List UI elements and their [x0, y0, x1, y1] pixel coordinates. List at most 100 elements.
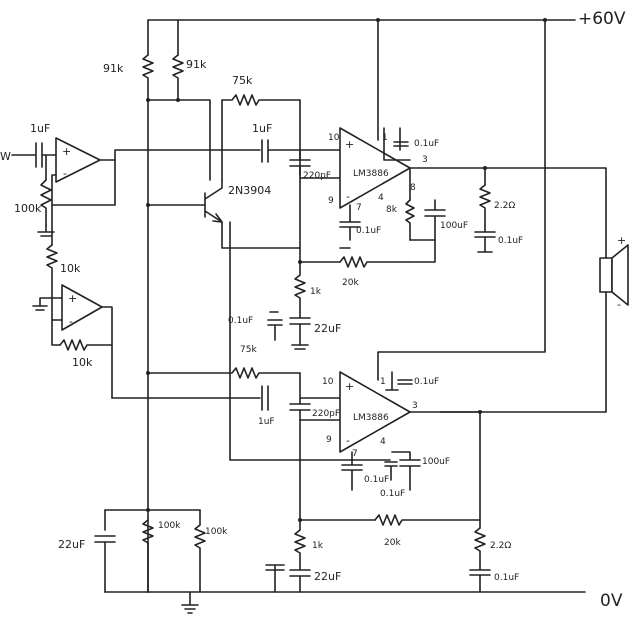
- opamp-input-buffer: + -: [55, 137, 101, 183]
- capacitor-1uf-top-label: 1uF: [252, 122, 272, 135]
- amp-bot-pin9: 9: [326, 435, 332, 445]
- capacitor-0u1-top-a: 0.1uF: [393, 139, 439, 149]
- capacitor-0u1-low: 0.1uF: [380, 461, 405, 499]
- amp-top-pin4: 4: [378, 193, 384, 203]
- resistor-91k-b-label: 91k: [186, 58, 207, 71]
- opamp-inverting-minus: -: [69, 315, 73, 328]
- capacitor-22uf-bot-label: 22uF: [314, 570, 341, 583]
- amp-bot-name: LM3886: [353, 413, 389, 423]
- resistor-8k: 8k: [386, 199, 415, 241]
- capacitor-0u1-bot-a-label: 0.1uF: [414, 377, 439, 387]
- amp-bot-minus: -: [346, 434, 350, 447]
- resistor-91k-a: 91k: [103, 54, 154, 101]
- resistor-100k-right: 100k: [194, 509, 228, 593]
- capacitor-22uf-left-label: 22uF: [58, 538, 85, 551]
- capacitor-0u1-top-a-label: 0.1uF: [414, 139, 439, 149]
- capacitor-0u1-top-b: 0.1uF: [339, 204, 381, 241]
- resistor-2r2-bot: 2.2Ω: [474, 527, 511, 566]
- capacitor-100uf-top: 100uF: [424, 199, 468, 241]
- resistor-20k-top: 20k: [339, 256, 411, 288]
- amp-top-pin8: 8: [410, 183, 416, 193]
- capacitor-0u1-zobel-top-label: 0.1uF: [498, 236, 523, 246]
- resistor-1k-top: 1k: [294, 261, 322, 313]
- capacitor-100uf-bot: 100uF: [391, 451, 450, 491]
- amp-top-minus: -: [346, 190, 350, 203]
- amp-top-pin7: 7: [356, 203, 362, 213]
- amp-bot-pin1: 1: [380, 377, 386, 387]
- input-symbol: W: [0, 150, 11, 163]
- input-capacitor: 1uF: [30, 122, 50, 168]
- capacitor-220pf-top: 220pF: [289, 149, 331, 181]
- capacitor-0u1-zobel-bot: 0.1uF: [469, 564, 519, 593]
- speaker-plus: +: [617, 234, 626, 247]
- capacitor-0u1-bot-a: 0.1uF: [397, 377, 439, 387]
- resistor-91k-b: 91k: [172, 54, 207, 101]
- capacitor-0u1-zobel-top: 0.1uF: [474, 224, 523, 253]
- amplifier-lm3886-bottom: + - LM3886 10 9 1 3 7 4: [322, 371, 418, 459]
- amp-top-plus: +: [345, 138, 354, 151]
- resistor-100k-input-label: 100k: [14, 202, 42, 215]
- capacitor-22uf-top-label: 22uF: [314, 322, 341, 335]
- resistor-91k-a-label: 91k: [103, 62, 124, 75]
- resistor-2r2-top: 2.2Ω: [479, 184, 515, 226]
- capacitor-22uf-left: 22uF: [58, 509, 116, 593]
- capacitor-0u1-mid-label: 0.1uF: [228, 316, 253, 326]
- opamp-inverting: + -: [61, 284, 103, 331]
- capacitor-1uf-bot-label: 1uF: [258, 417, 275, 427]
- ground-rail: 0V: [104, 591, 623, 611]
- resistor-75k-top-label: 75k: [232, 74, 253, 87]
- amp-top-pin3: 3: [422, 155, 428, 165]
- resistor-1k-top-label: 1k: [310, 287, 322, 297]
- transistor-label: 2N3904: [228, 184, 271, 197]
- resistor-100k-left: 100k: [142, 519, 181, 593]
- resistor-1k-bot-label: 1k: [312, 541, 324, 551]
- resistor-1k-bot: 1k: [294, 519, 324, 566]
- transistor-2n3904: 2N3904: [147, 179, 271, 223]
- resistor-100k-input: 100k: [14, 179, 52, 226]
- resistor-20k-bot-label: 20k: [384, 538, 401, 548]
- capacitor-220pf-bot: 220pF: [289, 397, 340, 421]
- capacitor-0u1-low-label: 0.1uF: [380, 489, 405, 499]
- resistor-100k-right-label: 100k: [205, 527, 228, 537]
- amp-bot-pin4: 4: [380, 437, 386, 447]
- input-capacitor-label: 1uF: [30, 122, 50, 135]
- speaker-minus: -: [617, 298, 621, 311]
- resistor-75k-bot-label: 75k: [240, 345, 257, 355]
- capacitor-100uf-bot-label: 100uF: [422, 457, 450, 467]
- capacitor-0u1-zobel-bot-label: 0.1uF: [494, 573, 519, 583]
- positive-rail: +60V: [147, 9, 626, 56]
- opamp-input-minus: -: [63, 167, 67, 180]
- amp-bot-pin3: 3: [412, 401, 418, 411]
- resistor-2r2-bot-label: 2.2Ω: [490, 541, 511, 551]
- resistor-10k-b: 10k: [59, 339, 113, 369]
- capacitor-220pf-bot-label: 220pF: [312, 409, 340, 419]
- amp-top-pin9: 9: [328, 196, 334, 206]
- positive-rail-label: +60V: [578, 9, 626, 29]
- capacitor-0u1-bot-b: 0.1uF: [341, 451, 389, 491]
- amp-top-name: LM3886: [353, 169, 389, 179]
- capacitor-22uf-top: 22uF: [289, 311, 341, 346]
- capacitor-100uf-top-label: 100uF: [440, 221, 468, 231]
- ground-rail-label: 0V: [600, 591, 623, 611]
- resistor-2r2-top-label: 2.2Ω: [494, 201, 515, 211]
- resistor-75k-bot: 75k: [147, 345, 301, 379]
- resistor-10k-b-label: 10k: [72, 356, 93, 369]
- opamp-inverting-plus: +: [68, 292, 77, 305]
- amp-top-pin10: 10: [328, 133, 340, 143]
- resistor-10k-a-label: 10k: [60, 262, 81, 275]
- resistor-10k-a: 10k: [46, 244, 81, 286]
- opamp-input-plus: +: [62, 145, 71, 158]
- amp-bot-pin7: 7: [352, 449, 358, 459]
- capacitor-220pf-top-label: 220pF: [303, 171, 331, 181]
- amplifier-lm3886-top: + - LM3886 10 9 1 3 7 4 8: [328, 127, 428, 213]
- amp-top-pin1: 1: [382, 133, 388, 143]
- resistor-20k-bot: 20k: [374, 514, 481, 548]
- capacitor-0u1-top-b-label: 0.1uF: [356, 226, 381, 236]
- amp-bot-plus: +: [345, 380, 354, 393]
- capacitor-0u1-bot-b-label: 0.1uF: [364, 475, 389, 485]
- capacitor-22uf-bot: 22uF: [289, 564, 341, 593]
- resistor-8k-label: 8k: [386, 205, 398, 215]
- capacitor-1uf-top: 1uF: [252, 122, 272, 163]
- resistor-100k-left-label: 100k: [158, 521, 181, 531]
